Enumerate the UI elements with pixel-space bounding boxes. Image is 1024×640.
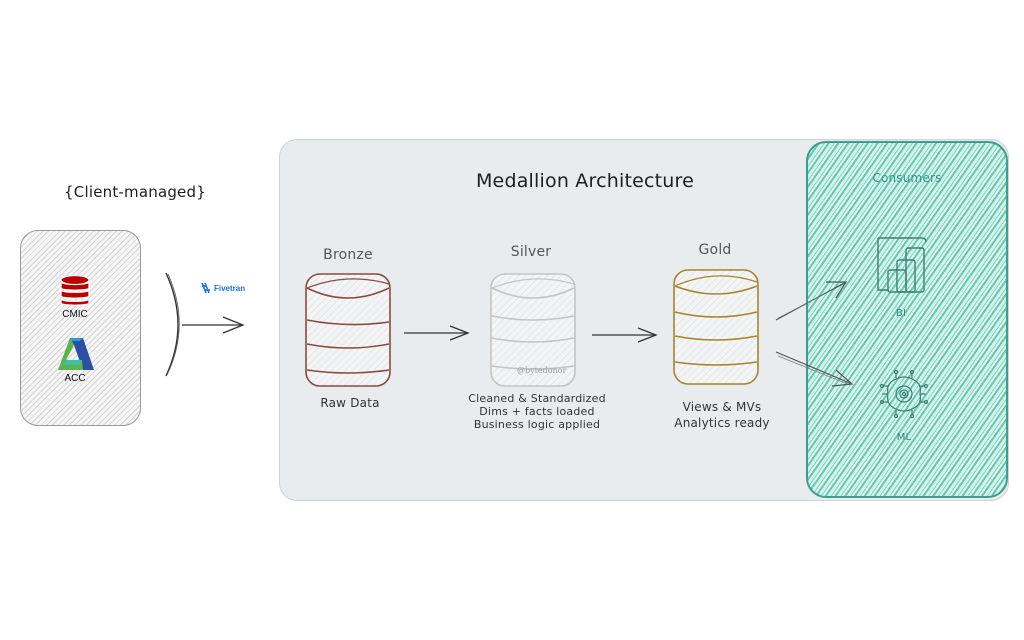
fivetran-badge: Fivetran <box>201 282 245 294</box>
consumers-panel <box>806 141 1008 498</box>
medallion-title: Medallion Architecture <box>475 170 695 192</box>
caption-silver-line-1: Cleaned & Standardized <box>468 392 606 405</box>
database-icon <box>60 274 90 306</box>
fivetran-label: Fivetran <box>214 283 246 293</box>
tier-title-gold: Gold <box>698 242 732 258</box>
caption-bronze: Raw Data <box>320 396 380 410</box>
bronze-cylinder <box>305 273 391 387</box>
caption-silver-line-3: Business logic applied <box>473 418 601 431</box>
tier-title-bronze: Bronze <box>323 247 373 263</box>
silver-cylinder <box>490 273 576 387</box>
caption-gold-line-2: Analytics ready <box>674 416 770 430</box>
source-label-acc: ACC <box>64 373 86 384</box>
client-managed-title: {Client-managed} <box>64 183 206 201</box>
autodesk-logo-icon <box>58 338 94 370</box>
consumer-label-bi: BI <box>895 308 907 319</box>
ingest-brace-arrow <box>165 272 245 377</box>
arrow-silver-to-gold <box>592 327 658 343</box>
client-sources-box <box>20 230 141 426</box>
gold-cylinder <box>673 269 759 385</box>
consumers-title: Consumers <box>872 171 942 185</box>
consumer-label-ml: ML <box>896 432 912 443</box>
watermark: @bytedonor <box>517 366 567 375</box>
source-label-cmic: CMIC <box>62 309 88 320</box>
caption-gold-line-1: Views & MVs <box>682 400 762 414</box>
arrow-bronze-to-silver <box>404 325 470 341</box>
caption-silver-line-2: Dims + facts loaded <box>479 405 595 418</box>
bar-chart-icon <box>877 237 927 293</box>
tier-title-silver: Silver <box>510 244 552 260</box>
fivetran-logo-icon <box>201 282 210 294</box>
arrows-gold-to-consumers <box>775 281 854 387</box>
ai-brain-icon <box>879 369 929 419</box>
